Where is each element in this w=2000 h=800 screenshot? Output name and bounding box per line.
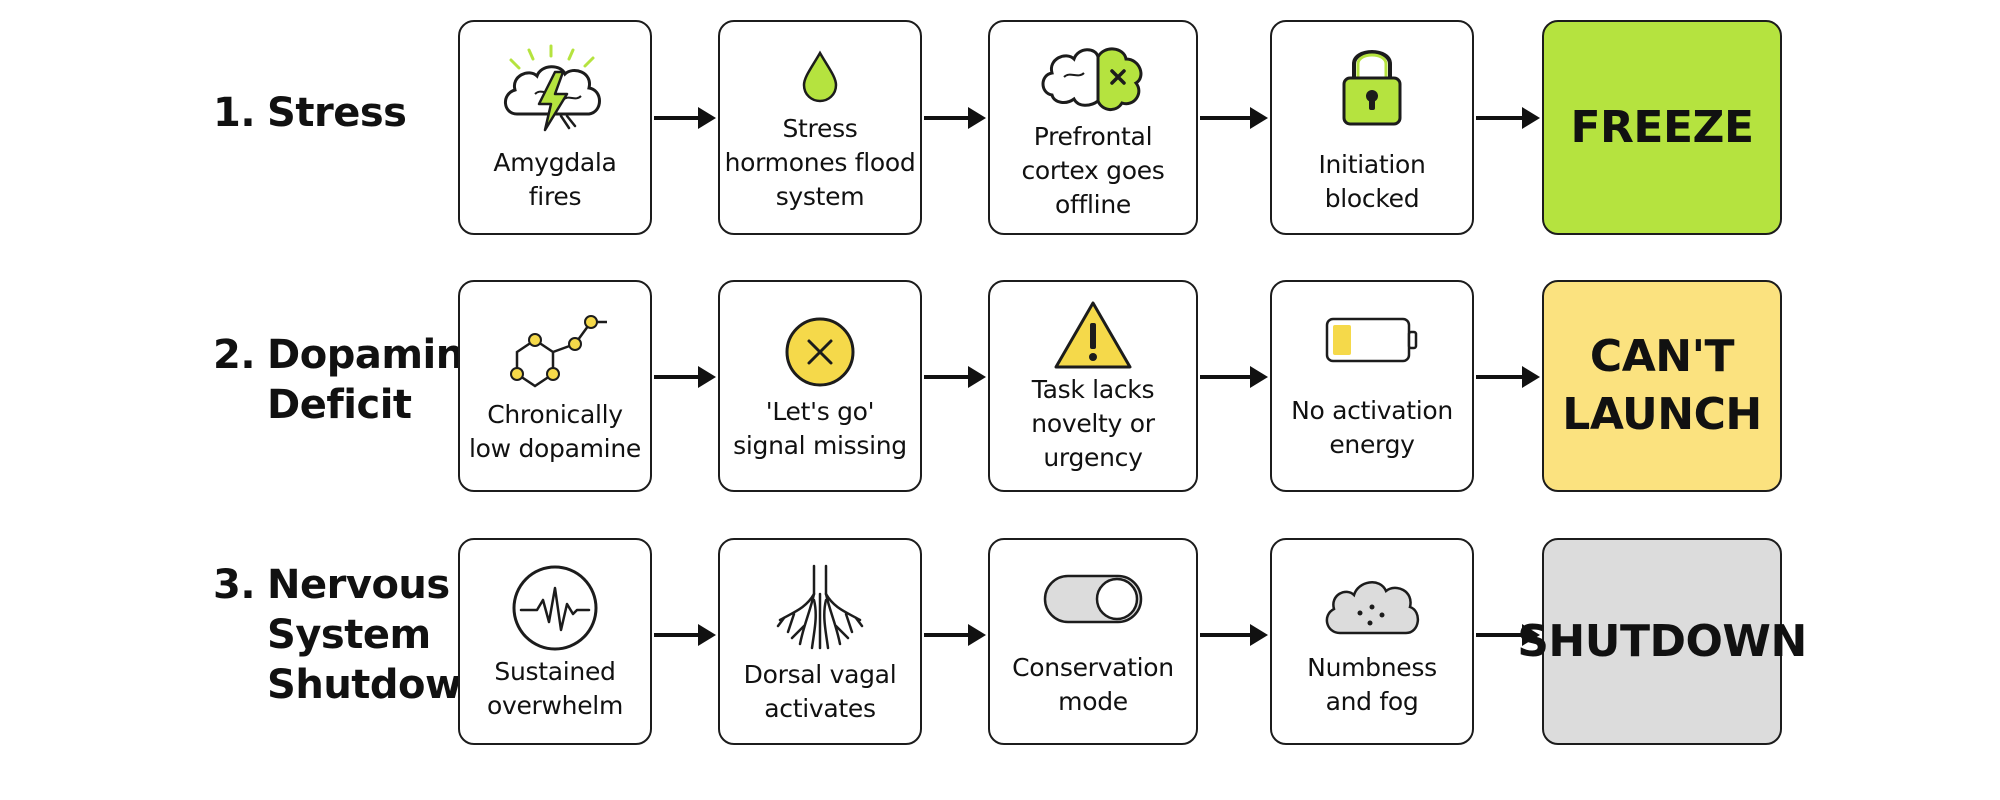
step-stress-hormones: Stress hormones flood system [718,20,922,235]
step-lets-go-missing: 'Let's go' signal missing [718,280,922,492]
arrow-right-icon [1200,624,1268,646]
row-1-title: Stress [267,90,407,136]
brain-lightning-icon [490,41,620,146]
warning-icon [1048,297,1138,373]
outcome-freeze: FREEZE [1542,20,1782,235]
molecule-icon [495,306,615,398]
step-label: Task lacks novelty or urgency [1031,375,1155,472]
row-3-title: Nervous System Shutdown [267,562,490,708]
step-label: Sustained overwhelm [486,656,624,720]
arrow-right-icon [654,107,716,129]
outcome-label: SHUTDOWN [1517,615,1807,667]
step-numbness-fog: Numbness and fog [1270,538,1474,745]
step-label: Chronically low dopamine [469,400,641,463]
row-2-title: Dopamine Deficit [267,332,491,428]
brain-x-icon [1033,34,1153,120]
row-1-label: 1. Stress [213,88,453,138]
nerve-roots-icon [770,558,870,658]
arrow-right-icon [924,366,986,388]
arrow-right-icon [1476,107,1540,129]
step-no-activation-energy: No activation energy [1270,280,1474,492]
step-dorsal-vagal: Dorsal vagal activates [718,538,922,745]
outcome-shutdown: SHUTDOWN [1517,538,1807,745]
step-label: No activation energy [1291,396,1453,459]
x-circle-icon [775,309,865,395]
outcome-label: FREEZE [1570,101,1754,153]
outcome-label: CAN'T LAUNCH [1562,331,1762,440]
step-sustained-overwhelm: Sustained overwhelm [458,538,652,745]
arrow-right-icon [654,366,716,388]
step-low-dopamine: Chronically low dopamine [458,280,652,492]
row-2-label: 2. Dopamine Deficit [213,330,491,430]
row-3-number: 3. [213,562,256,608]
row-1-number: 1. [213,90,256,136]
arrow-right-icon [1476,624,1540,646]
droplet-icon [790,42,850,112]
step-prefrontal-offline: Prefrontal cortex goes offline [988,20,1198,235]
arrow-right-icon [1200,366,1268,388]
fog-cloud-icon [1317,565,1427,645]
step-label: Numbness and fog [1307,652,1437,716]
heartbeat-icon [505,561,605,655]
step-label: Conservation mode [1012,652,1174,716]
step-label: Amygdala fires [493,148,617,211]
step-task-lacks-novelty: Task lacks novelty or urgency [988,280,1198,492]
step-label: Prefrontal cortex goes offline [1021,121,1165,219]
step-label: Stress hormones flood system [724,113,916,211]
step-label: 'Let's go' signal missing [733,397,907,460]
row-3-label: 3. Nervous System Shutdown [213,560,490,710]
step-conservation-mode: Conservation mode [988,538,1198,745]
arrow-right-icon [924,624,986,646]
toggle-off-icon [1038,565,1148,633]
lock-icon [1337,40,1407,130]
row-2-number: 2. [213,332,256,378]
outcome-cant-launch: CAN'T LAUNCH [1542,280,1782,492]
low-battery-icon [1322,310,1422,370]
arrow-right-icon [1200,107,1268,129]
step-amygdala-fires: Amygdala fires [458,20,652,235]
step-label: Initiation blocked [1318,149,1426,213]
arrow-right-icon [654,624,716,646]
arrow-right-icon [1476,366,1540,388]
step-initiation-blocked: Initiation blocked [1270,20,1474,235]
step-label: Dorsal vagal activates [743,659,897,723]
arrow-right-icon [924,107,986,129]
